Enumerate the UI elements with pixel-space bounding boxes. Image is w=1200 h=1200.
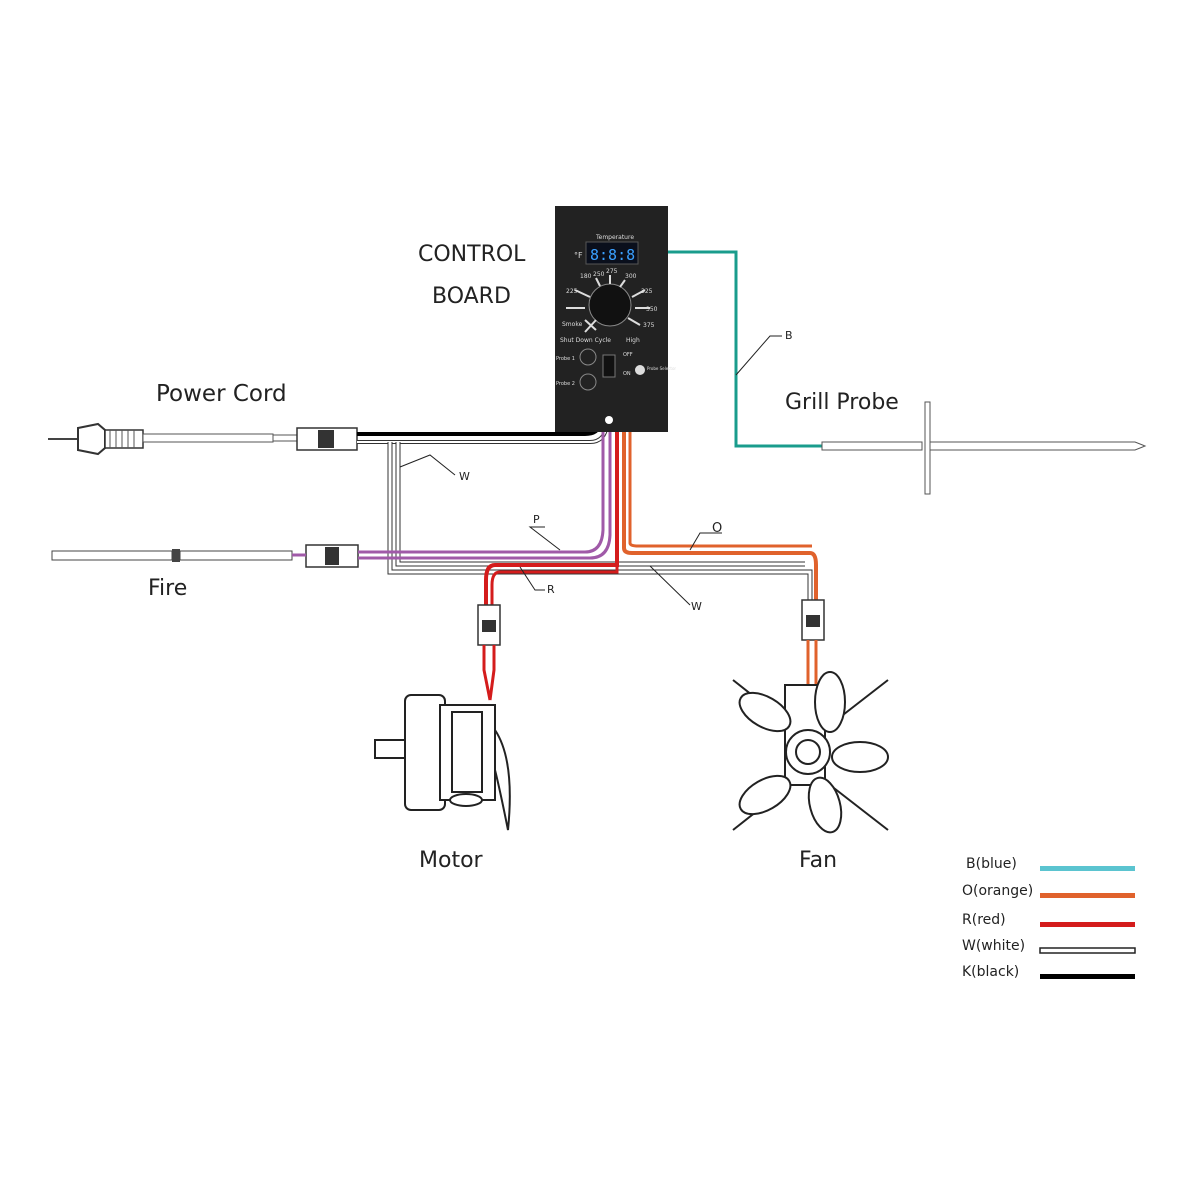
legend-label: K(black)	[962, 964, 1020, 980]
svg-text:Shut Down Cycle: Shut Down Cycle	[560, 337, 611, 344]
label-power-cord: Power Cord	[156, 381, 287, 407]
svg-text:250: 250	[593, 271, 605, 278]
tag-w2: W	[691, 600, 702, 613]
power-cord-plug	[48, 422, 358, 456]
fire-igniter	[51, 544, 359, 568]
svg-text:Probe 1: Probe 1	[556, 356, 575, 362]
legend-label: R(red)	[962, 912, 1006, 928]
label-motor: Motor	[419, 848, 483, 873]
svg-text:Probe Selector: Probe Selector	[647, 366, 676, 371]
label-fan: Fan	[799, 848, 838, 873]
svg-text:ON: ON	[623, 371, 631, 377]
svg-text:Temperature: Temperature	[595, 234, 634, 241]
fan-illustration	[732, 671, 889, 834]
legend-swatch	[1040, 922, 1135, 927]
control-board: Temperature °F 8:8:8 180 225 250 275 300…	[555, 206, 676, 432]
label-control: CONTROL	[418, 242, 526, 267]
tag-w1: W	[459, 470, 470, 483]
svg-text:8:8:8: 8:8:8	[590, 246, 635, 264]
svg-text:225: 225	[566, 288, 578, 295]
legend-swatch	[1040, 893, 1135, 898]
motor-illustration	[374, 694, 511, 831]
svg-text:325: 325	[641, 288, 653, 295]
svg-text:180: 180	[580, 273, 592, 280]
label-fire: Fire	[148, 576, 188, 601]
legend-label: O(orange)	[962, 883, 1034, 899]
svg-text:Probe 2: Probe 2	[556, 381, 575, 387]
svg-text:300: 300	[625, 273, 637, 280]
svg-text:OFF: OFF	[623, 352, 633, 358]
legend-label: B(blue)	[966, 856, 1017, 872]
svg-text:°F: °F	[574, 251, 583, 260]
svg-text:375: 375	[643, 322, 655, 329]
legend-label: W(white)	[962, 938, 1026, 954]
legend-swatch	[1039, 947, 1136, 954]
svg-text:Smoke: Smoke	[562, 321, 583, 328]
label-grill-probe: Grill Probe	[785, 390, 899, 415]
svg-text:350: 350	[646, 306, 658, 313]
label-board: BOARD	[432, 284, 511, 309]
grill-probe	[821, 401, 1147, 495]
tag-o: O	[712, 521, 723, 536]
tag-b: B	[785, 329, 793, 342]
svg-text:High: High	[626, 337, 640, 344]
svg-text:275: 275	[606, 268, 618, 275]
legend-swatch	[1040, 866, 1135, 871]
tag-p: P	[533, 513, 540, 526]
legend-swatch	[1040, 974, 1135, 979]
tag-r: R	[547, 583, 555, 596]
